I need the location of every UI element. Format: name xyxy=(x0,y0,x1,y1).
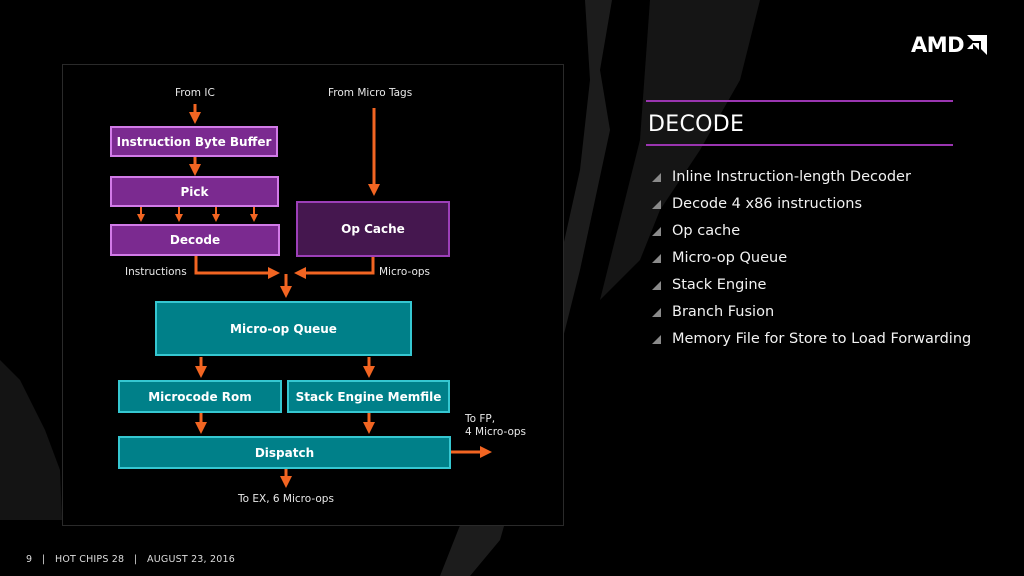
triangle-bullet-icon xyxy=(652,308,661,317)
footer-separator: | xyxy=(41,554,46,565)
bullet-item: Memory File for Store to Load Forwarding xyxy=(652,325,971,352)
block-dispatch: Dispatch xyxy=(118,436,451,469)
block-microcode-rom: Microcode Rom xyxy=(118,380,282,413)
block-label: Dispatch xyxy=(254,445,315,460)
label-from-micro-tags: From Micro Tags xyxy=(328,87,413,99)
bullet-text: Op cache xyxy=(672,222,741,239)
label-instructions: Instructions xyxy=(125,266,187,278)
label-micro-ops: Micro-ops xyxy=(379,266,430,278)
bullet-text: Stack Engine xyxy=(672,276,767,293)
footer-event: HOT CHIPS 28 xyxy=(55,554,125,565)
amd-logo: AMD xyxy=(911,33,988,57)
footer-separator: | xyxy=(133,554,138,565)
bullet-text: Decode 4 x86 instructions xyxy=(672,195,863,212)
label-from-ic: From IC xyxy=(175,87,215,99)
block-label: Op Cache xyxy=(341,222,405,236)
block-label: Pick xyxy=(180,184,209,199)
triangle-bullet-icon xyxy=(652,254,661,263)
triangle-bullet-icon xyxy=(652,281,661,290)
block-pick: Pick xyxy=(110,176,279,207)
bullet-item: Stack Engine xyxy=(652,271,971,298)
bullet-text: Memory File for Store to Load Forwarding xyxy=(672,330,972,347)
footer: 9 | HOT CHIPS 28 | AUGUST 23, 2016 xyxy=(26,554,235,565)
label-to-ex: To EX, 6 Micro-ops xyxy=(238,493,334,505)
logo-text: AMD xyxy=(911,33,965,57)
section-title: DECODE xyxy=(648,112,745,137)
footer-date: AUGUST 23, 2016 xyxy=(147,554,235,565)
block-label: Instruction Byte Buffer xyxy=(116,134,272,149)
bullet-text: Inline Instruction-length Decoder xyxy=(672,168,911,185)
bullet-item: Op cache xyxy=(652,217,971,244)
title-rule-bottom xyxy=(646,144,953,146)
arrow-instructions xyxy=(194,256,280,279)
triangle-bullet-icon xyxy=(652,200,661,209)
bullet-item: Inline Instruction-length Decoder xyxy=(652,163,971,190)
block-decode: Decode xyxy=(110,224,280,256)
label-to-fp-1: To FP, xyxy=(465,413,496,425)
block-label: Micro-op Queue xyxy=(230,321,337,336)
triangle-bullet-icon xyxy=(652,227,661,236)
triangle-bullet-icon xyxy=(652,335,661,344)
block-label: Microcode Rom xyxy=(148,389,252,404)
block-label: Decode xyxy=(169,233,221,247)
bullet-item: Branch Fusion xyxy=(652,298,971,325)
block-stack-engine-memfile: Stack Engine Memfile xyxy=(287,380,450,413)
bullet-item: Decode 4 x86 instructions xyxy=(652,190,971,217)
triangle-bullet-icon xyxy=(652,173,661,182)
bullet-list: Inline Instruction-length Decoder Decode… xyxy=(652,163,971,352)
block-micro-op-queue: Micro-op Queue xyxy=(155,301,412,356)
arrow-micro-ops xyxy=(294,256,375,279)
label-to-fp-2: 4 Micro-ops xyxy=(465,426,527,438)
block-instruction-byte-buffer: Instruction Byte Buffer xyxy=(110,126,278,157)
title-rule-top xyxy=(646,100,953,102)
block-op-cache: Op Cache xyxy=(296,201,450,257)
amd-arrow-icon xyxy=(967,35,988,55)
bullet-item: Micro-op Queue xyxy=(652,244,971,271)
footer-page: 9 xyxy=(26,554,33,565)
block-label: Stack Engine Memfile xyxy=(295,389,442,404)
bullet-text: Micro-op Queue xyxy=(672,249,788,266)
bullet-text: Branch Fusion xyxy=(672,303,775,320)
